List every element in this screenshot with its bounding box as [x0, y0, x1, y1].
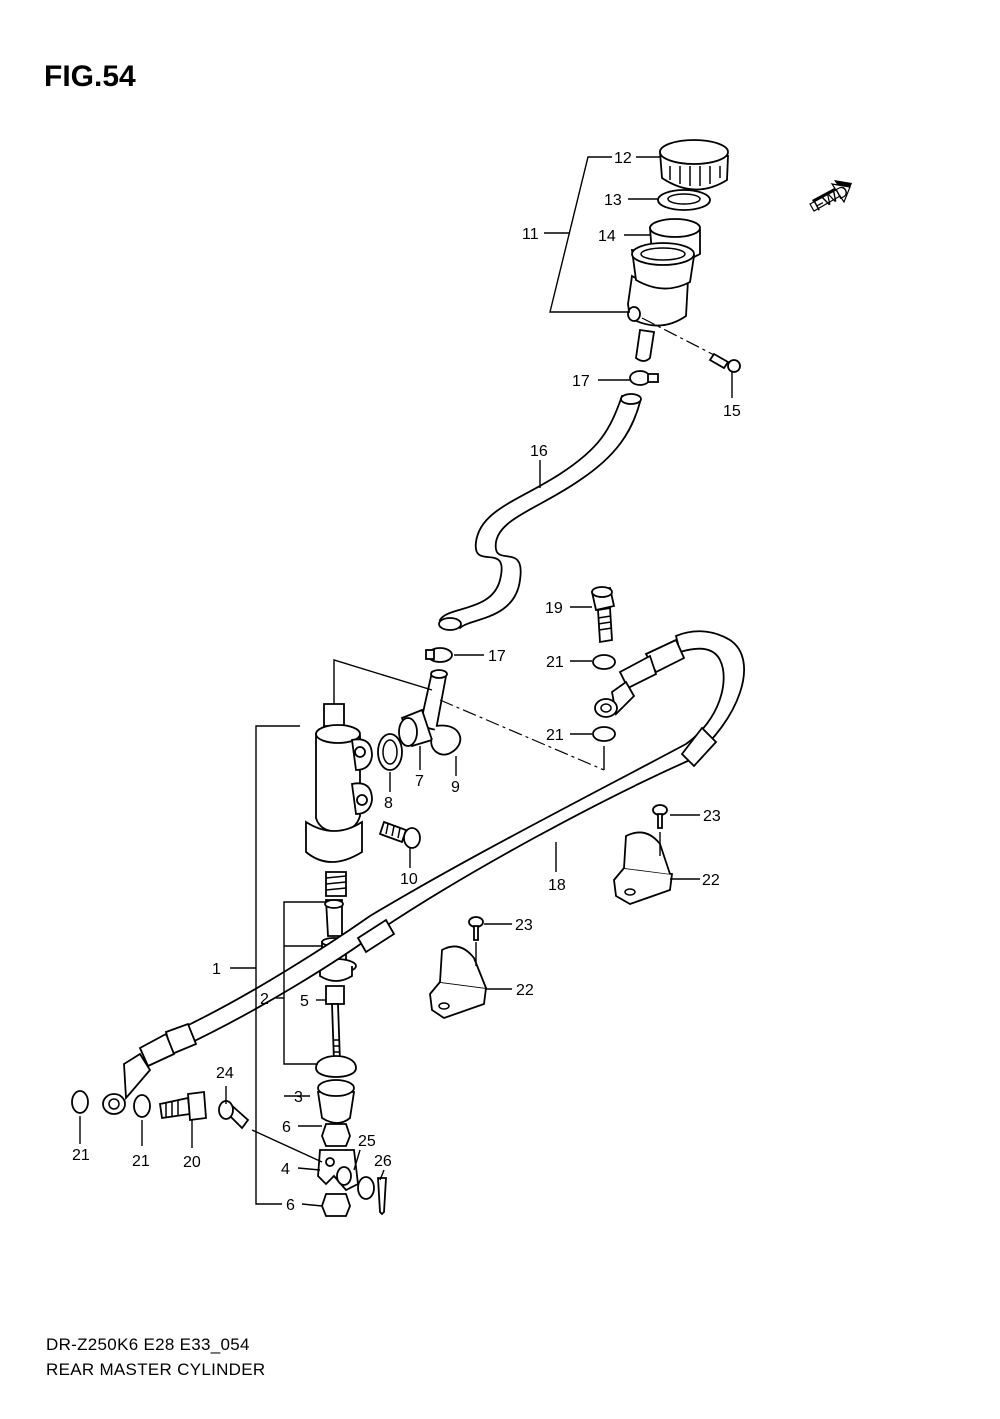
- clamp-screw-2: [468, 916, 484, 941]
- footer-diagram-name: REAR MASTER CYLINDER: [46, 1360, 266, 1379]
- leader-lines: [79, 156, 733, 1207]
- callout-7: 7: [415, 773, 424, 790]
- hose-clamp-lower: [425, 647, 453, 663]
- callout-17b: 17: [488, 648, 506, 665]
- hose-clamp-upper: [629, 370, 659, 386]
- circlip: [430, 724, 462, 756]
- callout-15: 15: [723, 403, 741, 420]
- callout-26: 26: [374, 1153, 392, 1170]
- fwd-arrow-icon: FWD: [809, 180, 852, 215]
- hose-guide-clamp-2: [429, 945, 488, 1019]
- callout-2: 2: [260, 991, 269, 1008]
- screw: [641, 317, 741, 373]
- rod-circlip: [315, 1055, 357, 1078]
- callout-22a: 22: [702, 872, 720, 889]
- callout-11: 11: [522, 226, 539, 243]
- push-rod: [325, 985, 345, 1063]
- callout-13: 13: [604, 192, 622, 209]
- footer-model-code: DR-Z250K6 E28 E33_054: [46, 1335, 250, 1354]
- reservoir-cap: [659, 139, 729, 191]
- callout-6b: 6: [286, 1197, 295, 1214]
- callout-21b: 21: [546, 727, 564, 744]
- o-ring: [377, 733, 403, 771]
- callout-14: 14: [598, 228, 616, 245]
- hose-guide-clamp-1: [613, 831, 674, 905]
- callout-19: 19: [545, 600, 563, 617]
- callout-21a: 21: [546, 654, 564, 671]
- banjo-bolt-lower: [158, 1090, 207, 1122]
- callout-20: 20: [183, 1154, 201, 1171]
- lock-nut-upper: [321, 1123, 351, 1147]
- clevis-washer: [336, 1166, 352, 1186]
- master-cylinder-body: [305, 703, 373, 863]
- callout-23a: 23: [703, 808, 721, 825]
- mounting-bolt: [378, 820, 421, 849]
- hose-joint: [398, 669, 448, 748]
- sealing-washer-1: [592, 654, 616, 670]
- callout-24: 24: [216, 1065, 234, 1082]
- callout-10: 10: [400, 871, 418, 888]
- diaphragm-plate: [657, 189, 711, 211]
- piston-spring: [325, 871, 347, 897]
- sealing-washer-4: [133, 1094, 151, 1118]
- lock-nut-lower: [321, 1193, 351, 1217]
- brake-hose: [102, 630, 745, 1115]
- figure-title: FIG.54: [44, 60, 136, 93]
- clevis-pin: [218, 1100, 250, 1130]
- callout-17a: 17: [572, 373, 590, 390]
- callout-6a: 6: [282, 1119, 291, 1136]
- sealing-washer-3: [71, 1090, 89, 1114]
- callout-25: 25: [358, 1133, 376, 1150]
- callout-22b: 22: [516, 982, 534, 999]
- callout-21c: 21: [72, 1147, 90, 1164]
- cotter-pin: [377, 1177, 387, 1216]
- callout-4: 4: [281, 1161, 290, 1178]
- callout-3: 3: [294, 1089, 303, 1106]
- callout-16: 16: [530, 443, 548, 460]
- callout-18: 18: [548, 877, 566, 894]
- callout-12: 12: [614, 150, 632, 167]
- sealing-washer-2: [592, 726, 616, 742]
- pin-washer: [357, 1176, 375, 1200]
- reservoir-hose: [438, 393, 642, 631]
- fwd-label: FWD: [811, 183, 851, 215]
- callout-21d: 21: [132, 1153, 150, 1170]
- callout-1: 1: [212, 961, 221, 978]
- callout-labels: 1 2 3 4 5 6 6 7 8 9 10 11 12 13 14 15 16…: [72, 150, 741, 1214]
- reservoir-body: [627, 242, 696, 362]
- callout-5: 5: [300, 993, 309, 1010]
- dust-boot: [316, 1079, 356, 1124]
- callout-8: 8: [384, 795, 393, 812]
- clamp-screw-1: [652, 804, 668, 829]
- callout-9: 9: [451, 779, 460, 796]
- callout-23b: 23: [515, 917, 533, 934]
- banjo-bolt-upper: [590, 586, 616, 644]
